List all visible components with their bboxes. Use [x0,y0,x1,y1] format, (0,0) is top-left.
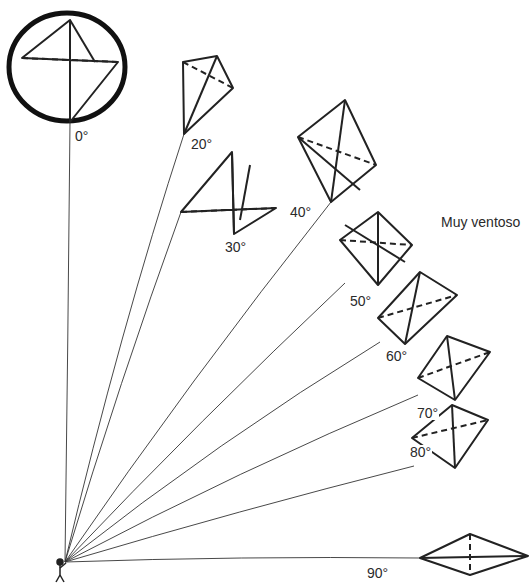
angle-label: 80° [409,445,432,459]
highlight-circle [9,13,125,121]
angle-label: 70° [416,406,439,420]
angle-label: 0° [74,129,89,143]
kite-strings [65,122,420,562]
wind-note: Muy ventoso [440,215,521,229]
angle-label: 40° [289,205,312,219]
angle-label: 50° [349,294,372,308]
kite-flyer [56,559,66,582]
angle-label: 60° [385,349,408,363]
kites [22,20,528,575]
angle-label: 30° [224,240,247,254]
angle-label: 90° [366,566,389,580]
angle-label: 20° [190,137,213,151]
